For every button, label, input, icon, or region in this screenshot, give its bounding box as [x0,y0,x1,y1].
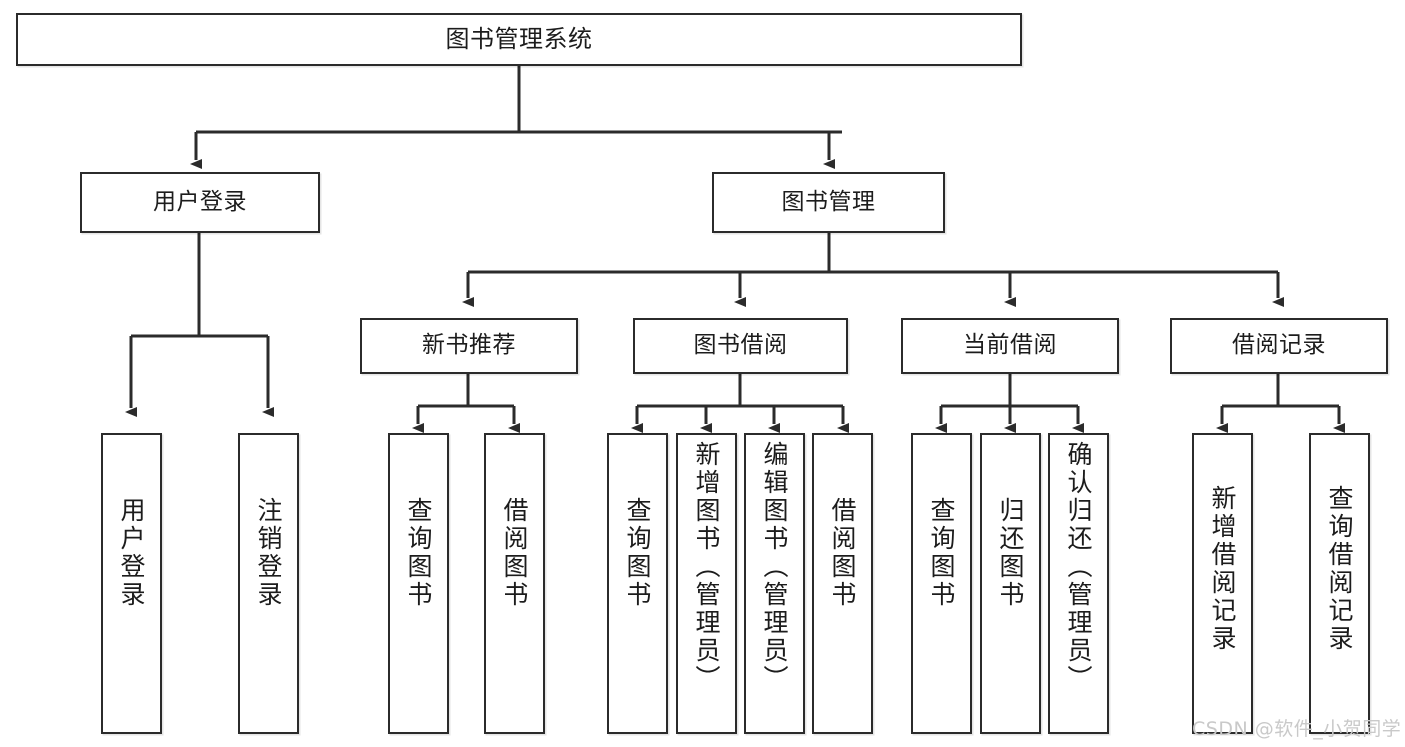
leaf-borrow-book-2-label: 借阅图书 [828,497,857,609]
leaf-query-book-3-label: 查询图书 [927,497,956,609]
leaf-return-book[interactable]: 归还图书 [980,433,1041,734]
node-current-borrow-label: 当前借阅 [963,332,1057,359]
leaf-add-borrow-record[interactable]: 新增借阅记录 [1192,433,1253,734]
leaf-edit-book[interactable]: 编辑图书（管理员） [744,433,805,734]
leaf-add-borrow-record-label: 新增借阅记录 [1208,485,1237,653]
leaf-add-book[interactable]: 新增图书（管理员） [676,433,737,734]
leaf-query-book-2-label: 查询图书 [623,497,652,609]
leaf-user-logout[interactable]: 注销登录 [238,433,299,734]
leaf-query-book-2[interactable]: 查询图书 [607,433,668,734]
leaf-query-borrow-record[interactable]: 查询借阅记录 [1309,433,1370,734]
leaf-query-book-3[interactable]: 查询图书 [911,433,972,734]
leaf-return-book-label: 归还图书 [996,497,1025,609]
leaf-query-borrow-record-label: 查询借阅记录 [1325,485,1354,653]
leaf-query-book-1-label: 查询图书 [404,497,433,609]
leaf-borrow-book-2[interactable]: 借阅图书 [812,433,873,734]
node-current-borrow[interactable]: 当前借阅 [901,318,1119,374]
node-book-management-label: 图书管理 [781,188,876,215]
node-book-management[interactable]: 图书管理 [712,172,945,233]
leaf-user-login-label: 用户登录 [117,497,146,609]
node-new-book-recommend-label: 新书推荐 [422,332,516,359]
node-root-label: 图书管理系统 [445,25,593,54]
node-borrow-record[interactable]: 借阅记录 [1170,318,1388,374]
leaf-confirm-return[interactable]: 确认归还（管理员） [1048,433,1109,734]
node-new-book-recommend[interactable]: 新书推荐 [360,318,578,374]
leaf-edit-book-label: 编辑图书（管理员） [760,441,789,693]
node-user-login-label: 用户登录 [153,188,247,215]
leaf-user-logout-label: 注销登录 [254,497,283,609]
leaf-add-book-label: 新增图书（管理员） [692,441,721,693]
leaf-user-login[interactable]: 用户登录 [101,433,162,734]
node-borrow-record-label: 借阅记录 [1232,332,1326,359]
leaf-confirm-return-label: 确认归还（管理员） [1064,441,1093,693]
leaf-borrow-book-1-label: 借阅图书 [500,497,529,609]
node-book-borrow-label: 图书借阅 [693,332,788,359]
leaf-borrow-book-1[interactable]: 借阅图书 [484,433,545,734]
csdn-watermark: CSDN @软件_小贺同学 [1192,718,1402,740]
node-user-login[interactable]: 用户登录 [80,172,320,233]
leaf-query-book-1[interactable]: 查询图书 [388,433,449,734]
node-book-borrow[interactable]: 图书借阅 [633,318,848,374]
node-root[interactable]: 图书管理系统 [16,13,1022,66]
